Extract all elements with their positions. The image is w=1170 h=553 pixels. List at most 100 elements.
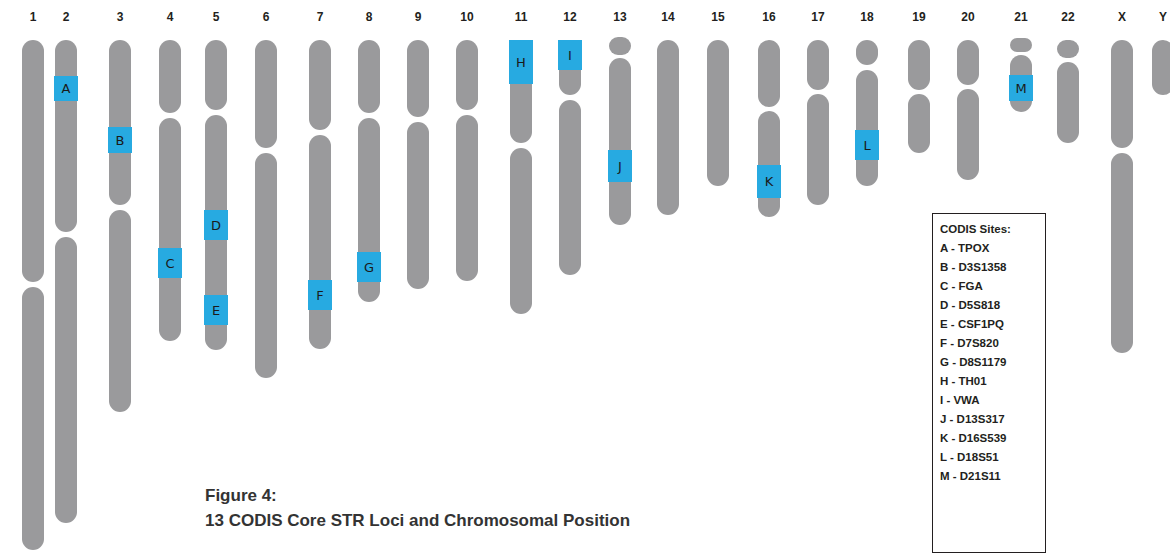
locus-marker: F	[308, 280, 332, 310]
locus-marker: G	[357, 252, 381, 282]
chromosome-number: 19	[912, 10, 925, 24]
chromosome-arm	[856, 70, 878, 186]
chromosome-arm	[55, 237, 77, 523]
legend-entry: L - D18S51	[940, 448, 1038, 467]
chromosome-arm	[22, 287, 44, 550]
chromosome-arm	[807, 40, 829, 90]
locus-marker: H	[509, 40, 533, 84]
locus-letter: C	[165, 257, 174, 270]
chromosome-arm	[1152, 40, 1170, 95]
chromosome-arm	[908, 40, 930, 90]
chromosome-arm	[657, 40, 679, 215]
chromosome-number: 7	[317, 10, 324, 24]
chromosome-arm	[407, 40, 429, 117]
locus-letter: F	[316, 289, 323, 302]
chromosome-number: X	[1118, 10, 1126, 24]
legend-entry: I - VWA	[940, 391, 1038, 410]
chromosome-arm	[407, 122, 429, 289]
chromosome-number: Y	[1159, 10, 1167, 24]
legend-entry: E - CSF1PQ	[940, 315, 1038, 334]
chromosome-arm	[707, 40, 729, 186]
legend-entry: A - TPOX	[940, 239, 1038, 258]
chromosome-number: 10	[460, 10, 473, 24]
legend-entry: B - D3S1358	[940, 258, 1038, 277]
chromosome-arm	[957, 40, 979, 85]
chromosome-arm	[758, 111, 780, 217]
legend-entry: G - D8S1179	[940, 353, 1038, 372]
chromosome-arm	[1010, 55, 1032, 112]
chromosome-number: 8	[366, 10, 373, 24]
legend-entry: K - D16S539	[940, 429, 1038, 448]
locus-letter: A	[62, 82, 71, 95]
chromosome-number: 16	[762, 10, 775, 24]
chromosome-arm	[609, 58, 631, 225]
chromosome-number: 11	[515, 10, 528, 24]
chromosome-number: 9	[415, 10, 422, 24]
locus-letter: M	[1015, 82, 1026, 95]
chromosome-number: 20	[961, 10, 974, 24]
locus-letter: I	[568, 49, 572, 62]
locus-marker: A	[54, 76, 78, 101]
chromosome-arm	[309, 135, 331, 349]
chromosome-arm	[109, 210, 131, 412]
legend-entry: H - TH01	[940, 372, 1038, 391]
locus-marker: L	[855, 130, 879, 160]
locus-marker: J	[608, 150, 632, 182]
chromosome-arm	[957, 89, 979, 180]
locus-marker: B	[108, 127, 132, 153]
chromosome-arm	[309, 40, 331, 130]
chromosome-arm	[109, 40, 131, 205]
chromosome-arm	[609, 37, 631, 55]
locus-letter: L	[863, 139, 870, 152]
chromosome-number: 14	[661, 10, 674, 24]
legend-box: CODIS Sites:A - TPOXB - D3S1358C - FGAD …	[932, 213, 1046, 553]
chromosome-number: 3	[117, 10, 124, 24]
chromosome-number: 5	[213, 10, 220, 24]
chromosome-arm	[159, 40, 181, 113]
chromosome-arm	[758, 40, 780, 107]
chromosome-arm	[358, 40, 380, 113]
chromosome-arm	[856, 40, 878, 65]
locus-marker: M	[1009, 75, 1033, 101]
chromosome-arm	[1111, 40, 1133, 148]
chromosome-arm	[205, 115, 227, 350]
chromosome-arm	[1111, 153, 1133, 353]
legend-entry: D - D5S818	[940, 296, 1038, 315]
locus-letter: E	[212, 304, 220, 317]
chromosome-arm	[510, 40, 532, 143]
chromosome-arm	[358, 118, 380, 302]
chromosome-number: 18	[860, 10, 873, 24]
chromosome-arm	[1057, 62, 1079, 143]
chromosome-number: 6	[263, 10, 270, 24]
locus-letter: J	[618, 160, 622, 173]
locus-letter: D	[211, 219, 221, 232]
locus-marker: E	[204, 295, 228, 325]
locus-letter: K	[765, 175, 774, 188]
legend-heading: CODIS Sites:	[940, 220, 1038, 239]
figure-title: Figure 4:	[205, 486, 277, 506]
chromosome-arm	[55, 40, 77, 232]
chromosome-number: 22	[1061, 10, 1074, 24]
chromosome-arm	[22, 40, 44, 282]
locus-marker: I	[558, 40, 582, 70]
figure-caption: 13 CODIS Core STR Loci and Chromosomal P…	[205, 511, 630, 531]
locus-marker: D	[204, 210, 228, 240]
chromosome-number: 1	[30, 10, 37, 24]
locus-letter: B	[116, 134, 125, 147]
chromosome-arm	[1057, 40, 1079, 58]
chromosome-arm	[559, 40, 581, 95]
legend-entry: M - D21S11	[940, 467, 1038, 486]
chromosome-number: 4	[167, 10, 174, 24]
chromosome-arm	[510, 148, 532, 314]
chromosome-arm	[255, 153, 277, 378]
chromosome-number: 2	[63, 10, 70, 24]
chromosome-number: 21	[1014, 10, 1027, 24]
legend-entry: C - FGA	[940, 277, 1038, 296]
locus-marker: C	[158, 248, 182, 278]
chromosome-arm	[205, 40, 227, 110]
chromosome-arm	[159, 118, 181, 341]
chromosome-arm	[908, 94, 930, 153]
chromosome-number: 17	[811, 10, 824, 24]
locus-letter: G	[364, 261, 374, 274]
